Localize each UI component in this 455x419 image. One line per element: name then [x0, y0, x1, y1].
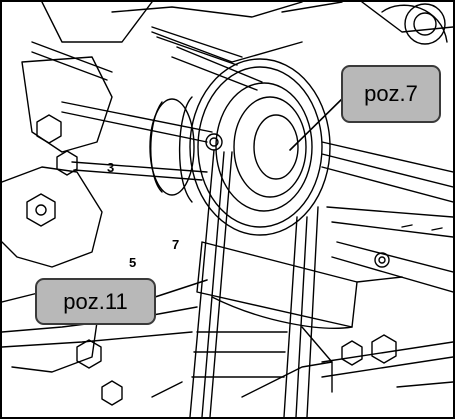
shafts	[31, 26, 263, 181]
part-numbers: 3 5 7	[107, 160, 179, 270]
callout-poz11: poz.11	[35, 278, 156, 325]
part-number-5: 5	[129, 255, 136, 270]
part-number-7: 7	[172, 237, 179, 252]
pulley	[149, 58, 331, 236]
part-number-3: 3	[107, 160, 114, 175]
drive-belt	[189, 149, 319, 417]
callout-poz7: poz.7	[341, 65, 441, 123]
callout-leaders	[151, 93, 348, 299]
leader-poz11	[151, 279, 208, 299]
tensioner-bracket	[196, 141, 453, 329]
leader-poz7	[289, 93, 348, 151]
